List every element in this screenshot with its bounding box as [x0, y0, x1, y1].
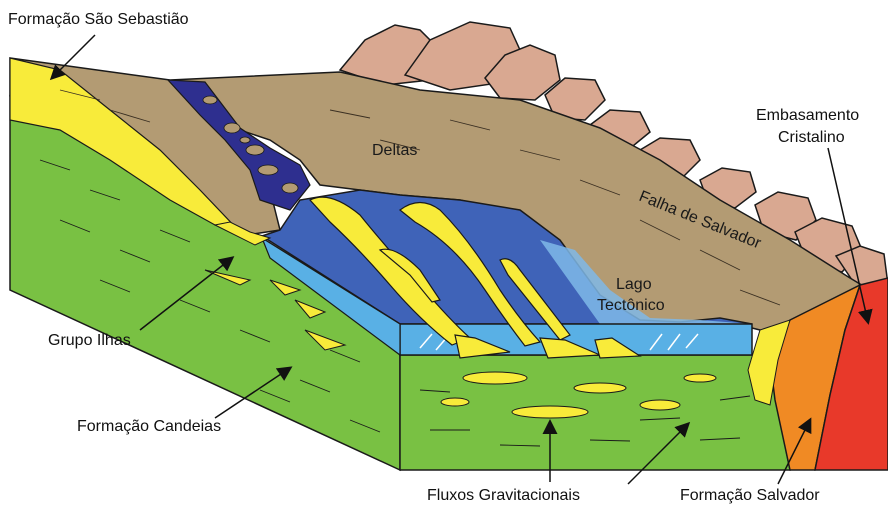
front-block-face: [400, 355, 790, 470]
label-fluxos-gravitacionais: Fluxos Gravitacionais: [427, 487, 580, 504]
label-formacao-salvador: Formação Salvador: [680, 487, 820, 504]
label-grupo-ilhas: Grupo Ilhas: [48, 332, 131, 349]
label-deltas: Deltas: [372, 142, 417, 159]
label-cristalino: Cristalino: [778, 129, 845, 146]
label-tectonico: Tectônico: [597, 297, 665, 314]
label-lago: Lago: [616, 276, 652, 293]
label-formacao-candeias: Formação Candeias: [77, 418, 221, 435]
label-formacao-sao-sebastiao: Formação São Sebastião: [8, 11, 189, 28]
label-embasamento: Embasamento: [756, 107, 859, 124]
